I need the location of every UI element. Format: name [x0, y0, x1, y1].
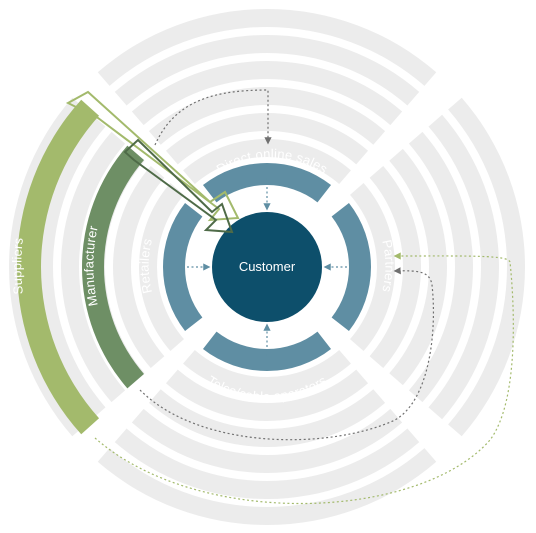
- arrow-suppliers-to-partners: [94, 252, 514, 505]
- bg-ring-5-segment-3: [8, 97, 86, 437]
- retailers-label: Retailers: [137, 237, 156, 295]
- customer-label: Customer: [239, 259, 296, 274]
- suppliers-segment: [16, 99, 100, 435]
- bg-ring-3-segment-3: [60, 131, 126, 403]
- bg-ring-3-segment-0: [131, 60, 403, 126]
- outer-segments: [16, 99, 144, 435]
- bg-ring-1-segment-0: [165, 113, 369, 165]
- bg-ring-5-segment-0: [97, 9, 437, 86]
- bg-ring-2-segment-0: [148, 87, 386, 145]
- suppliers-arrow-shape: [65, 90, 240, 222]
- bg-ring-3-segment-2: [131, 408, 403, 474]
- bg-ring-1-segment-2: [165, 369, 369, 421]
- manufacturer-arrow-to-customer: [123, 138, 234, 234]
- bg-ring-4-segment-2: [114, 428, 420, 499]
- partners-label: Partners: [379, 238, 397, 294]
- manufacturer-arrow-shape: [123, 138, 234, 234]
- bg-ring-1-segment-3: [113, 165, 165, 369]
- suppliers-label: Suppliers: [9, 236, 26, 295]
- bg-ring-0-segment-1: [350, 183, 395, 351]
- manufacturer-segment: [82, 145, 144, 389]
- bg-ring-5-segment-1: [448, 97, 525, 437]
- bg-ring-2-segment-2: [148, 389, 386, 448]
- bg-ring-4-segment-0: [114, 35, 420, 106]
- customer-circle: [212, 212, 322, 322]
- arrow-manufacturer-to-partners: [139, 267, 434, 441]
- bg-ring-1-segment-1: [369, 165, 421, 369]
- bg-ring-0-segment-2: [183, 350, 351, 395]
- channel-to-customer-arrows: [178, 178, 356, 356]
- bg-ring-0-segment-0: [183, 138, 351, 184]
- bg-ring-5-segment-2: [97, 448, 437, 526]
- suppliers-arrow-to-customer: [65, 90, 240, 222]
- arrow-manufacturer-to-direct-online-sales: [154, 89, 272, 146]
- bg-ring-0-segment-3: [139, 183, 184, 351]
- manufacturer-label: Manufacturer: [81, 224, 100, 308]
- bg-ring-4-segment-1: [428, 114, 499, 420]
- bg-ring-3-segment-1: [408, 131, 474, 403]
